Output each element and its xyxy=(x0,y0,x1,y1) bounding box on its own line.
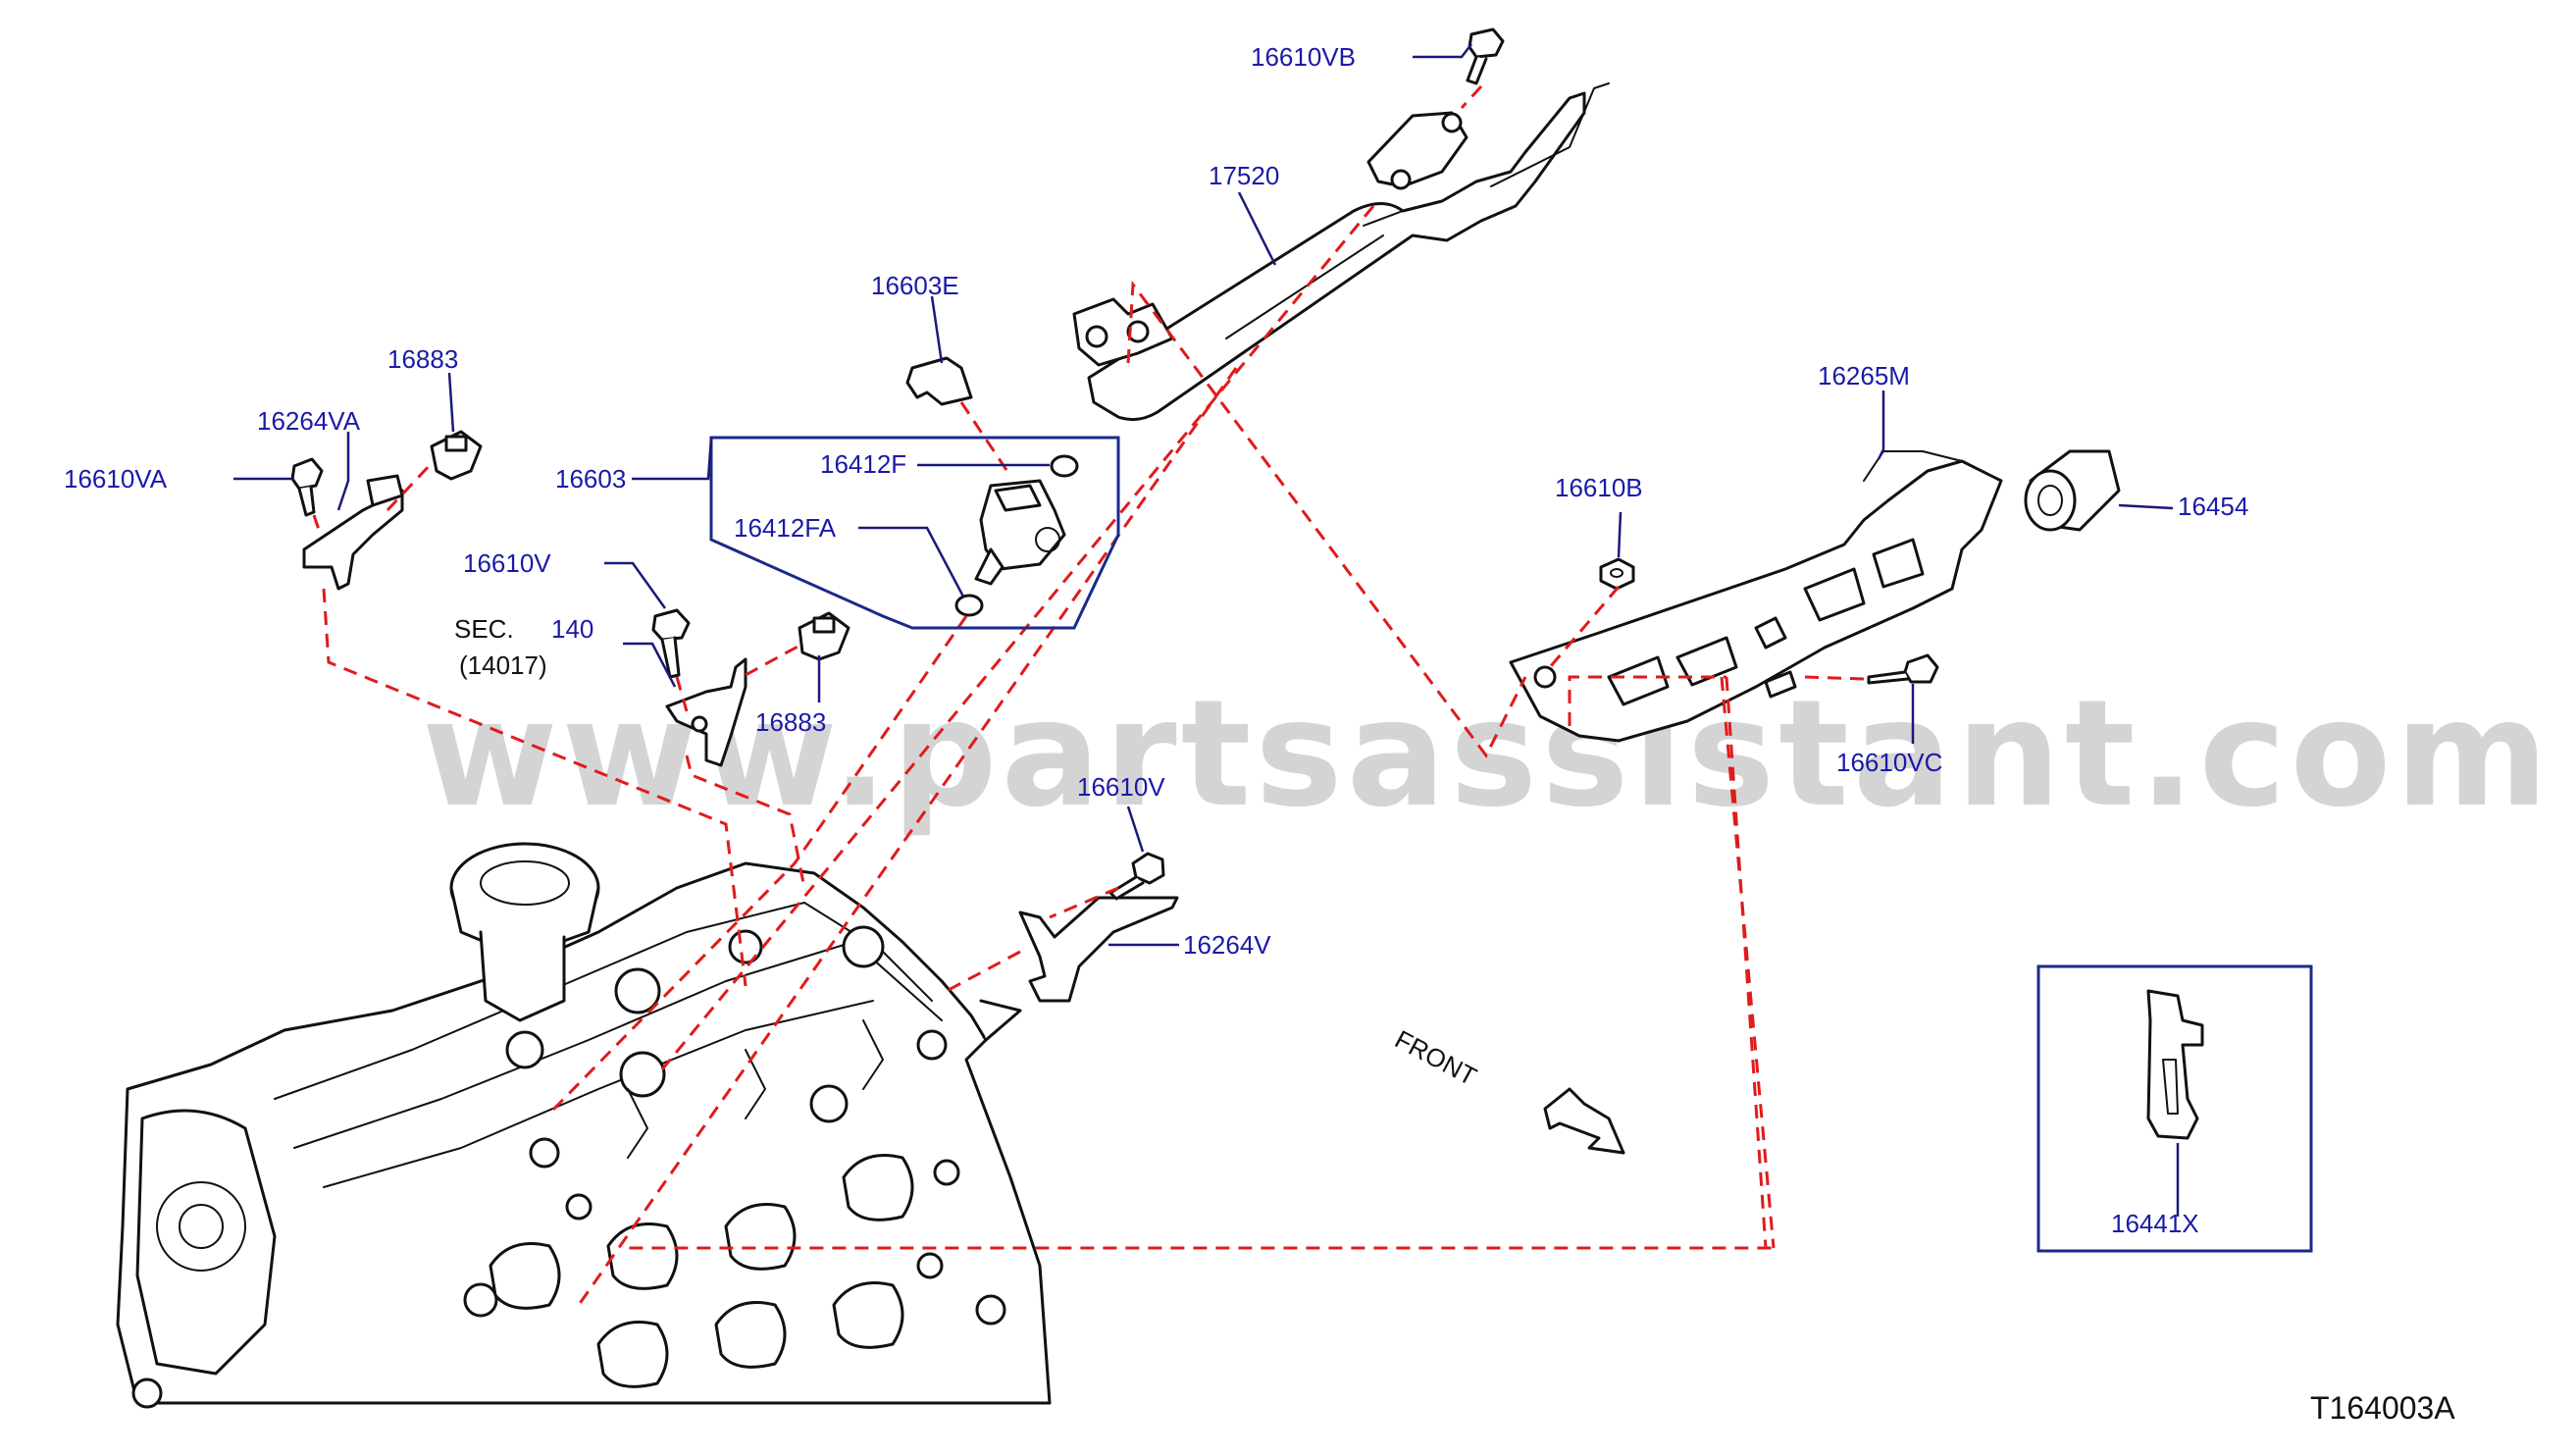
label-16883-top: 16883 xyxy=(387,344,458,374)
bolt-16610V-lower xyxy=(1108,852,1165,901)
engine-assembly xyxy=(116,842,1052,1409)
leader-lines xyxy=(233,43,2180,1217)
heat-shield xyxy=(1509,450,2003,743)
bracket-16264V xyxy=(1018,896,1179,1003)
label-16610V: 16610V xyxy=(463,548,551,578)
injector-group-box xyxy=(709,436,1120,630)
label-sec-number: 140 xyxy=(551,614,593,644)
label-sec-prefix: SEC. xyxy=(454,614,514,644)
label-16454: 16454 xyxy=(2178,492,2248,521)
label-16264V: 16264V xyxy=(1183,930,1271,960)
clip-16883-mid xyxy=(798,611,850,661)
label-16441X: 16441X xyxy=(2111,1209,2199,1238)
label-16412FA: 16412FA xyxy=(734,513,837,543)
front-label: FRONT xyxy=(1390,1024,1481,1092)
clip-16441X xyxy=(2146,989,2204,1140)
label-16610VB: 16610VB xyxy=(1251,42,1356,72)
fuel-rail xyxy=(1072,82,1610,422)
label-16610V-lower: 16610V xyxy=(1077,772,1165,802)
label-16610VA: 16610VA xyxy=(64,464,168,494)
nut-16610B xyxy=(1599,557,1635,591)
bracket-sec140 xyxy=(665,657,747,767)
label-sec-sub: (14017) xyxy=(459,650,547,680)
assembly-lines xyxy=(312,84,1865,1306)
front-arrow xyxy=(1543,1087,1625,1155)
label-16603: 16603 xyxy=(555,464,626,494)
label-16412F: 16412F xyxy=(820,449,906,479)
bracket-16264VA xyxy=(302,474,404,591)
label-16264VA: 16264VA xyxy=(257,406,361,436)
bolt-16610VA xyxy=(290,457,324,517)
inset-box xyxy=(2036,964,2313,1253)
fuel-injector xyxy=(974,479,1066,586)
label-16610VC: 16610VC xyxy=(1836,748,1942,777)
label-16883-mid: 16883 xyxy=(755,707,826,737)
clip-16883-top xyxy=(430,430,483,481)
bolt-16610VB xyxy=(1466,27,1505,85)
grommet-16454 xyxy=(2024,449,2121,532)
label-16603E: 16603E xyxy=(871,271,959,300)
bolt-16610V xyxy=(651,608,691,679)
label-16265M: 16265M xyxy=(1818,361,1910,390)
injector-clip xyxy=(905,356,973,406)
oring-16412FA xyxy=(954,594,984,617)
part-labels: 16610VB 17520 16603E 16883 16264VA 16610… xyxy=(64,42,2455,1426)
bolt-16610VC xyxy=(1867,653,1939,685)
label-16610B: 16610B xyxy=(1555,473,1643,502)
oring-16412F xyxy=(1050,454,1079,478)
diagram-code: T164003A xyxy=(2310,1390,2455,1426)
label-17520: 17520 xyxy=(1209,161,1279,190)
